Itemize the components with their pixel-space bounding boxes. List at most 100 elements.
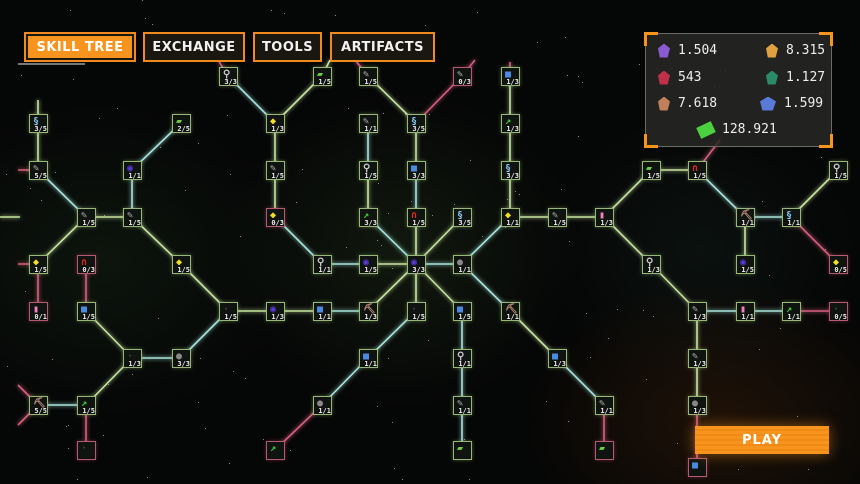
skill-node-worm[interactable]: §3/3: [501, 161, 520, 180]
skill-node-empty[interactable]: ·: [77, 441, 96, 460]
block-icon: ■: [457, 304, 464, 315]
skill-node-block[interactable]: ■1/5: [453, 302, 472, 321]
skill-node-block[interactable]: ■1/5: [77, 302, 96, 321]
vortex-icon: ◉: [127, 163, 134, 174]
skill-node-cash[interactable]: ▰1/5: [642, 161, 661, 180]
skill-node-block[interactable]: ■1/3: [501, 67, 520, 86]
skill-node-search[interactable]: ⚲3/3: [219, 67, 238, 86]
skill-node-drill[interactable]: ✎1/1: [595, 396, 614, 415]
star: [146, 477, 148, 479]
skill-node-leaf[interactable]: ◆1/5: [172, 255, 191, 274]
skill-node-search[interactable]: ⚲1/1: [313, 255, 332, 274]
vortex-icon: ◉: [411, 257, 418, 268]
skill-node-cash[interactable]: ▰1/5: [313, 67, 332, 86]
star: [569, 241, 571, 243]
skill-node-bomb[interactable]: ●1/1: [453, 255, 472, 274]
skill-node-worm[interactable]: §3/5: [407, 114, 426, 133]
skill-node-bomb[interactable]: ●1/1: [313, 396, 332, 415]
skill-node-pickaxe[interactable]: ⛏1/1: [501, 302, 520, 321]
skill-node-laser[interactable]: ▮1/3: [595, 208, 614, 227]
star: [431, 214, 433, 216]
tab-exchange[interactable]: EXCHANGE: [143, 32, 245, 62]
star: [807, 469, 809, 471]
skill-node-drill[interactable]: ✎1/5: [266, 161, 285, 180]
skill-node-arrow[interactable]: ↗1/3: [501, 114, 520, 133]
skill-node-laser[interactable]: ▮1/1: [736, 302, 755, 321]
skill-node-drill[interactable]: ✎1/1: [453, 396, 472, 415]
laser-icon: ▮: [599, 210, 606, 221]
star: [25, 290, 27, 292]
skill-node-pickaxe[interactable]: ⛏1/3: [359, 302, 378, 321]
skill-node-arrow[interactable]: ↗1/5: [77, 396, 96, 415]
skill-node-vortex[interactable]: ◉1/1: [123, 161, 142, 180]
skill-node-worm[interactable]: §1/1: [782, 208, 801, 227]
tab-tools[interactable]: TOOLS: [253, 32, 322, 62]
skill-node-arrow[interactable]: ↗: [266, 441, 285, 460]
skill-node-drill[interactable]: ✎1/5: [359, 67, 378, 86]
skill-node-leaf[interactable]: ◆0/3: [266, 208, 285, 227]
arrow-icon: ↗: [786, 304, 793, 315]
skill-node-search[interactable]: ⚲1/5: [359, 161, 378, 180]
star: [229, 462, 231, 464]
skill-node-arrow[interactable]: ↗1/1: [782, 302, 801, 321]
tab-artifacts[interactable]: ARTIFACTS: [330, 32, 435, 62]
skill-node-block[interactable]: ■1/1: [313, 302, 332, 321]
star: [464, 438, 466, 440]
skill-node-search[interactable]: ⚲1/1: [453, 349, 472, 368]
skill-node-drill[interactable]: ✎1/5: [123, 208, 142, 227]
skill-node-block[interactable]: ■1/1: [359, 349, 378, 368]
skill-node-drill[interactable]: ✎1/3: [688, 349, 707, 368]
play-button[interactable]: PLAY: [695, 426, 829, 454]
skill-node-arrow[interactable]: ↗3/3: [359, 208, 378, 227]
skill-node-leaf[interactable]: ◆1/1: [501, 208, 520, 227]
skill-node-laser[interactable]: ▮0/1: [29, 302, 48, 321]
skill-node-drill[interactable]: ✎0/3: [453, 67, 472, 86]
skill-node-pickaxe[interactable]: ⛏5/5: [29, 396, 48, 415]
skill-node-drill[interactable]: ✎1/5: [548, 208, 567, 227]
star: [470, 159, 472, 161]
skill-node-magnet[interactable]: ∩0/3: [77, 255, 96, 274]
empty-icon: ·: [127, 351, 134, 362]
skill-node-vortex[interactable]: ◉1/5: [736, 255, 755, 274]
skill-node-cash[interactable]: ▰: [453, 441, 472, 460]
skill-level: 1/5: [364, 78, 377, 86]
skill-level: 1/5: [318, 78, 331, 86]
skill-node-drill[interactable]: ✎1/5: [77, 208, 96, 227]
star: [797, 416, 799, 418]
skill-node-pickaxe[interactable]: ⛏1/1: [736, 208, 755, 227]
skill-node-block[interactable]: ■: [688, 458, 707, 477]
skill-node-vortex[interactable]: ◉3/3: [407, 255, 426, 274]
skill-level: 1/1: [506, 219, 519, 227]
skill-node-vortex[interactable]: ◉1/3: [266, 302, 285, 321]
skill-node-leaf[interactable]: ◆1/5: [29, 255, 48, 274]
skill-node-empty[interactable]: ·1/3: [123, 349, 142, 368]
skill-node-bomb[interactable]: ●1/3: [688, 396, 707, 415]
skill-level: 1/5: [647, 172, 660, 180]
empty-icon: ·: [411, 304, 418, 315]
skill-node-block[interactable]: ■3/3: [407, 161, 426, 180]
skill-node-leaf[interactable]: ◆1/3: [266, 114, 285, 133]
skill-level: 1/5: [412, 219, 425, 227]
skill-node-bomb[interactable]: ●3/3: [172, 349, 191, 368]
drill-icon: ✎: [692, 304, 699, 315]
skill-node-empty[interactable]: ·1/5: [219, 302, 238, 321]
worm-icon: §: [786, 210, 793, 221]
tab-skill-tree[interactable]: SKILL TREE: [24, 32, 136, 62]
skill-node-worm[interactable]: §3/5: [29, 114, 48, 133]
skill-node-block[interactable]: ■1/3: [548, 349, 567, 368]
skill-level: 1/5: [364, 172, 377, 180]
skill-node-magnet[interactable]: ∩1/5: [407, 208, 426, 227]
skill-node-worm[interactable]: §3/5: [453, 208, 472, 227]
skill-node-drill[interactable]: ✎1/1: [359, 114, 378, 133]
skill-node-leaf[interactable]: ◆0/5: [829, 255, 848, 274]
skill-node-drill[interactable]: ✎1/3: [688, 302, 707, 321]
skill-node-empty[interactable]: ·0/5: [829, 302, 848, 321]
skill-node-search[interactable]: ⚲1/3: [642, 255, 661, 274]
skill-node-drill[interactable]: ✎5/5: [29, 161, 48, 180]
skill-node-empty[interactable]: ·1/5: [407, 302, 426, 321]
skill-node-magnet[interactable]: ∩1/5: [688, 161, 707, 180]
skill-node-search[interactable]: ⚲1/5: [829, 161, 848, 180]
skill-node-vortex[interactable]: ◉1/5: [359, 255, 378, 274]
skill-node-cash[interactable]: ▰2/5: [172, 114, 191, 133]
skill-node-cash[interactable]: ▰: [595, 441, 614, 460]
